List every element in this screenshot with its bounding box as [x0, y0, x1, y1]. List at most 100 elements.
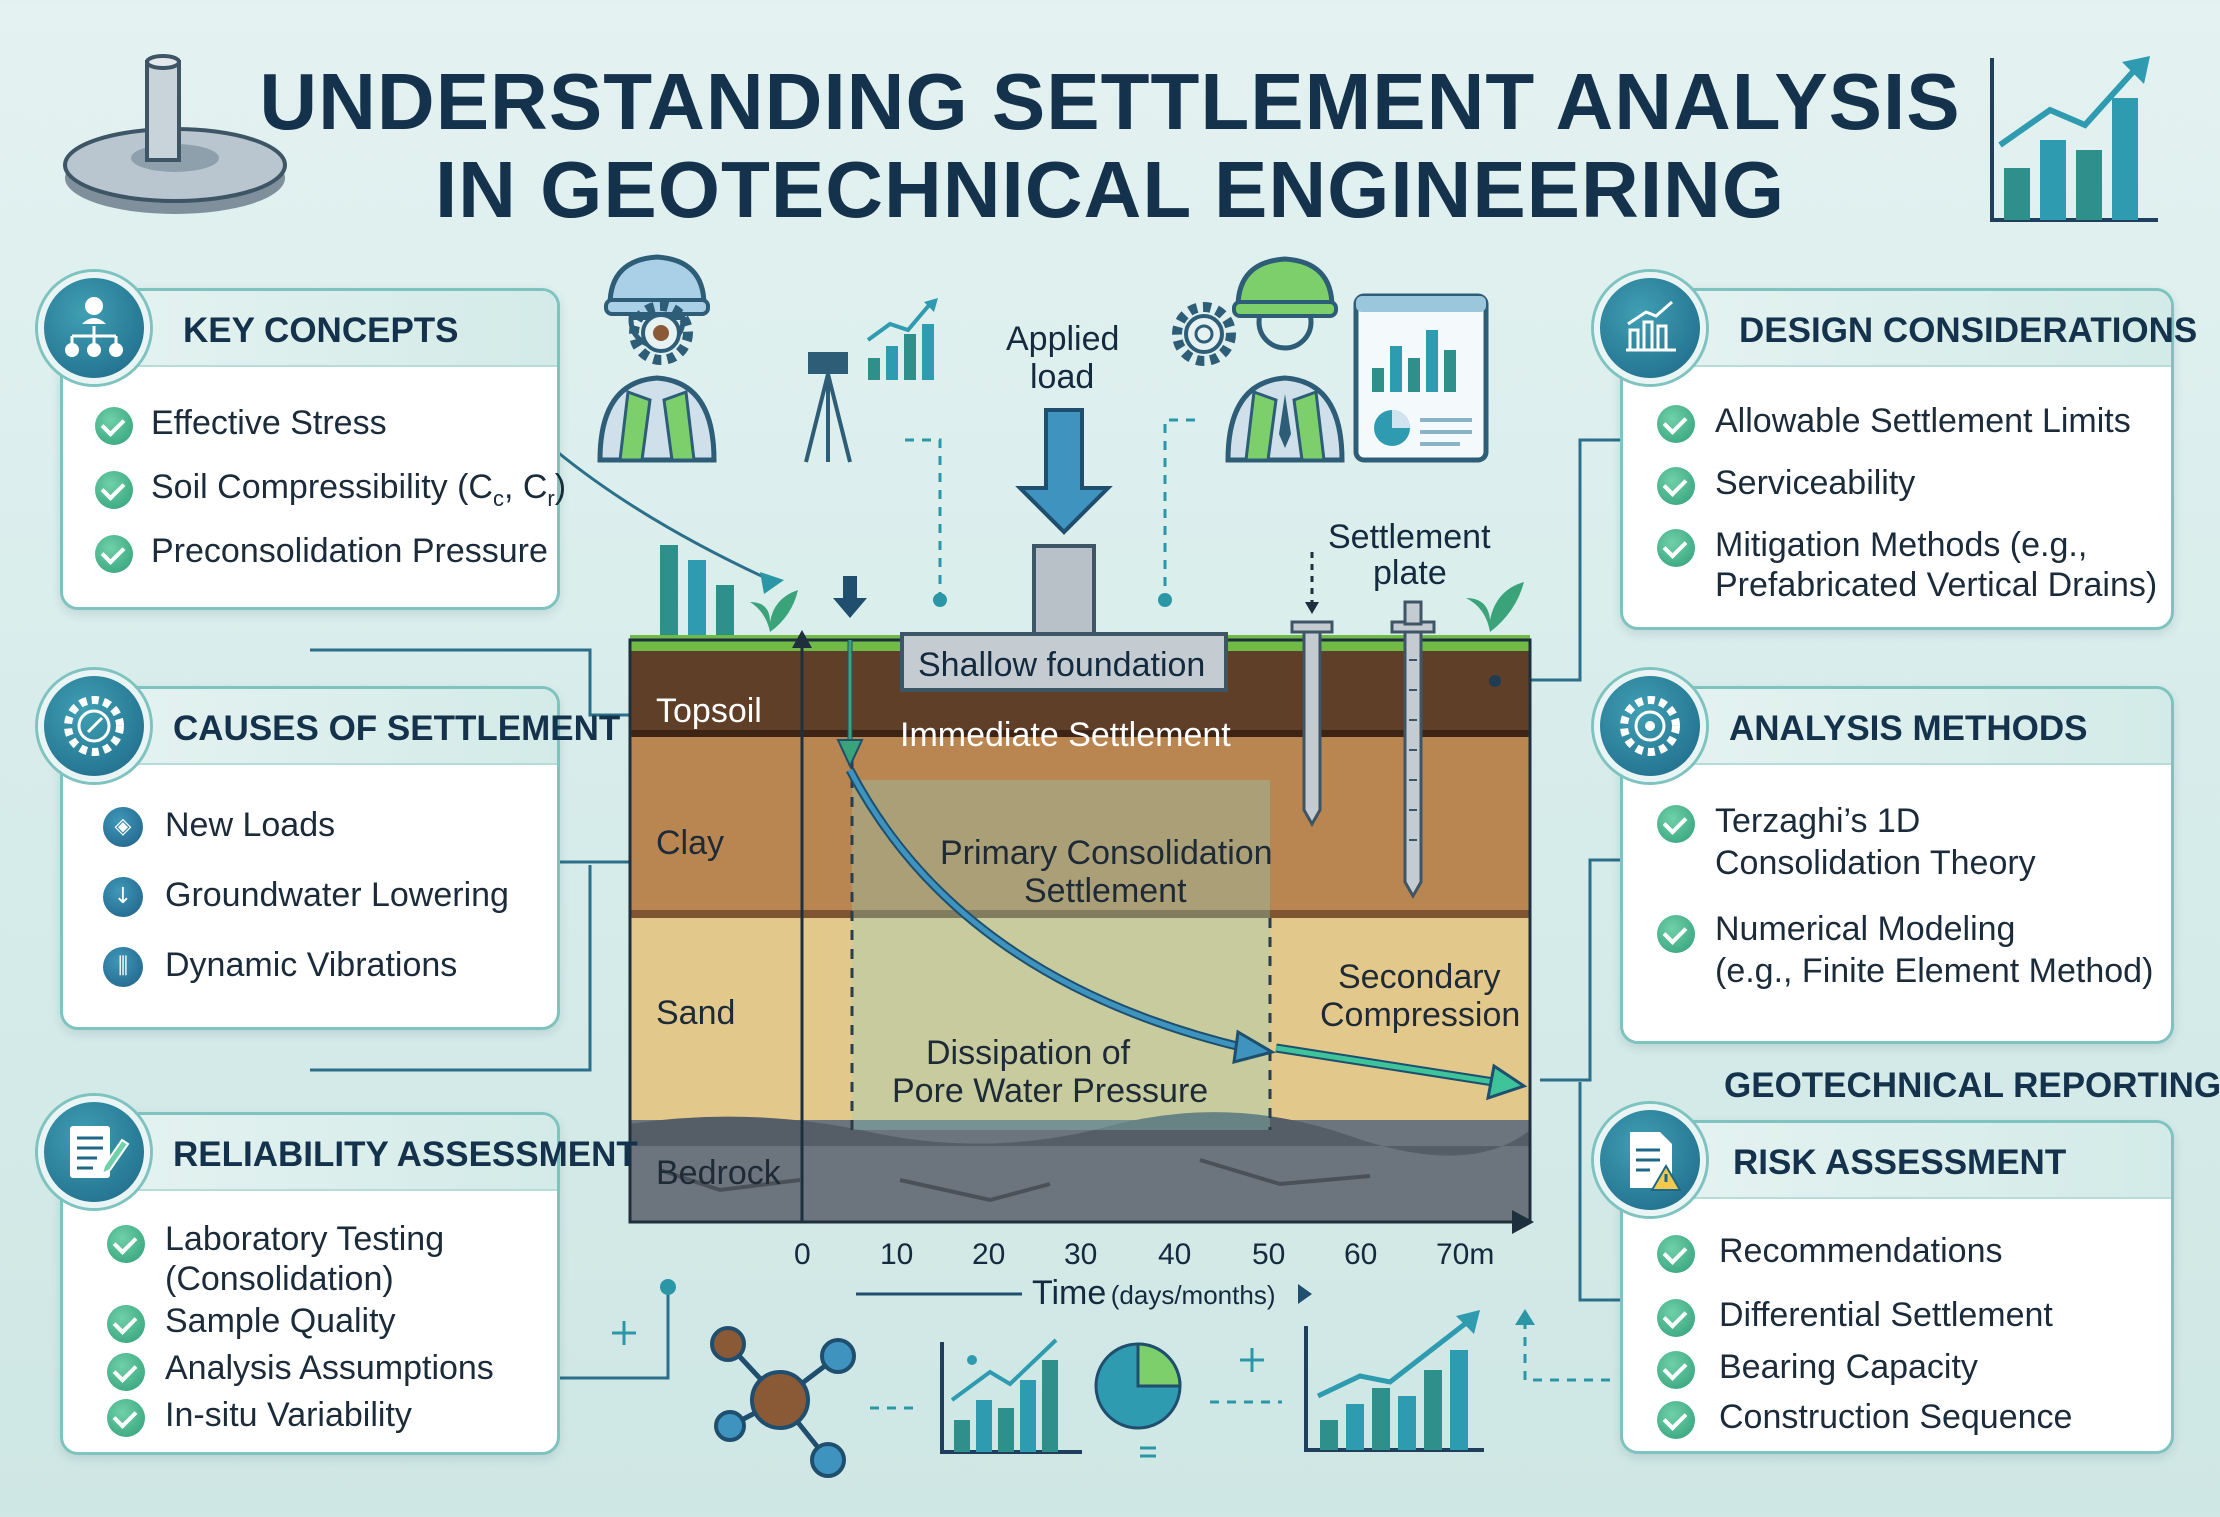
analysis-item: Numerical Modeling [1715, 910, 2016, 948]
soil-profile [628, 544, 1534, 1234]
applied-load-arrow [1015, 408, 1113, 535]
design-item: Serviceability [1715, 464, 1916, 502]
clay-label: Clay [656, 824, 725, 862]
cause-item: Groundwater Lowering [165, 876, 509, 914]
causes-title: CAUSES OF SETTLEMENT [173, 709, 621, 748]
bedrock-label: Bedrock [656, 1154, 781, 1192]
gear-search-icon [38, 670, 150, 782]
surveyor-worker-icon [597, 254, 852, 463]
axis-tick: 50 [1252, 1238, 1286, 1271]
building-chart-icon [1594, 272, 1706, 384]
check-icon [95, 535, 133, 573]
cause-item: New Loads [165, 806, 336, 844]
connector-key-to-diagram [554, 448, 771, 582]
sand-label: Sand [656, 994, 736, 1032]
dissipation-label: Dissipation of [926, 1034, 1131, 1072]
time-axis-title: Time [1032, 1274, 1107, 1312]
secondary-compression-label-2: Compression [1320, 996, 1521, 1034]
reliability-item-continued: (Consolidation) [165, 1260, 394, 1298]
document-warning-icon [1594, 1104, 1706, 1216]
trend-chart-bottom-icon [1304, 1310, 1484, 1452]
risk-card: RISK ASSESSMENT Recommendations Differen… [1620, 1120, 2174, 1454]
dashed-bottom-right [1523, 1325, 1610, 1382]
analysis-item-continued: (e.g., Finite Element Method) [1715, 952, 2154, 990]
dashed-right-worker [1163, 418, 1195, 600]
page-title-line-1: UNDERSTANDING SETTLEMENT ANALYSIS [259, 57, 1961, 146]
check-icon [1657, 405, 1695, 443]
connector-reliability [310, 865, 592, 1072]
design-item: Mitigation Methods (e.g., [1715, 526, 2088, 564]
check-icon [1657, 805, 1695, 843]
trend-chart-small-icon [866, 298, 938, 380]
settlement-plate-label-2: plate [1373, 554, 1447, 592]
reliability-title: RELIABILITY ASSESSMENT [173, 1135, 638, 1174]
design-card: DESIGN CONSIDERATIONS Allowable Settleme… [1620, 288, 2197, 630]
secondary-compression-label: Secondary [1338, 958, 1501, 996]
reliability-item: Laboratory Testing [165, 1220, 445, 1258]
connector-risk [1578, 1082, 1620, 1302]
topsoil-label: Topsoil [656, 692, 762, 730]
check-icon [1657, 1401, 1695, 1439]
axis-tick: 70m [1436, 1238, 1495, 1271]
dashed-left-worker [905, 438, 942, 600]
gear-right-icon [1172, 302, 1236, 366]
pie-chart-icon [1094, 1342, 1182, 1430]
clipboard-pen-icon [38, 1096, 150, 1208]
small-gear-left-icon [629, 301, 693, 365]
primary-consolidation-label-2: Settlement [1024, 872, 1187, 910]
risk-item: Construction Sequence [1719, 1398, 2073, 1436]
analysis-item: Terzaghi’s 1D [1715, 802, 1921, 840]
key-concept-item: Effective Stress [151, 404, 387, 442]
vibration-icon: ⫼ [103, 947, 143, 987]
axis-tick: 60 [1344, 1238, 1378, 1271]
settlement-plate-label: Settlement [1328, 518, 1491, 556]
risk-item: Bearing Capacity [1719, 1348, 1978, 1386]
geotechnical-reporting-label: GEOTECHNICAL REPORTING [1724, 1066, 2220, 1105]
connector-design [1520, 438, 1620, 682]
reliability-item: Sample Quality [165, 1302, 396, 1340]
gear-analysis-icon [1594, 670, 1706, 782]
time-axis-unit: (days/months) [1110, 1280, 1276, 1310]
new-loads-icon: ◈ [103, 807, 143, 847]
check-icon [1657, 1299, 1695, 1337]
reliability-card: RELIABILITY ASSESSMENT Laboratory Testin… [60, 1112, 638, 1455]
molecule-icon [710, 1326, 856, 1478]
key-concept-item: Soil Compressibility (Cc, Cr) [151, 468, 567, 511]
dissipation-label-2: Pore Water Pressure [892, 1072, 1209, 1110]
page-title-line-2: IN GEOTECHNICAL ENGINEERING [434, 145, 1786, 234]
check-icon [1657, 1351, 1695, 1389]
analysis-title: ANALYSIS METHODS [1729, 709, 2088, 748]
applied-load-label-2: load [1030, 358, 1095, 396]
connector-analysis [1540, 858, 1620, 1082]
axis-tick: 40 [1158, 1238, 1192, 1271]
reliability-item: Analysis Assumptions [165, 1349, 494, 1387]
check-icon [1657, 529, 1695, 567]
axis-tick: 0 [794, 1238, 811, 1271]
design-item: Allowable Settlement Limits [1715, 402, 2131, 440]
growth-chart-icon [1990, 56, 2158, 222]
check-icon [107, 1305, 145, 1343]
shallow-foundation-label: Shallow foundation [918, 646, 1206, 684]
engineer-worker-icon [1225, 256, 1345, 463]
risk-title: RISK ASSESSMENT [1733, 1143, 2067, 1182]
check-icon [1657, 1235, 1695, 1273]
axis-tick: 10 [880, 1238, 914, 1271]
hierarchy-icon [38, 272, 150, 384]
risk-item: Recommendations [1719, 1232, 2003, 1270]
design-item-continued: Prefabricated Vertical Drains) [1715, 566, 2158, 604]
immediate-settlement-label: Immediate Settlement [900, 716, 1231, 754]
check-icon [1657, 915, 1695, 953]
check-icon [1657, 467, 1695, 505]
connector-causes-top [310, 648, 630, 717]
connector-reliability-bottom [560, 1287, 670, 1380]
key-concepts-title: KEY CONCEPTS [183, 311, 459, 350]
check-icon [95, 407, 133, 445]
primary-consolidation-label: Primary Consolidation [940, 834, 1273, 872]
time-axis-label: Time (days/months) [1032, 1274, 1275, 1313]
check-icon [107, 1225, 145, 1263]
risk-item: Differential Settlement [1719, 1296, 2053, 1334]
check-icon [107, 1399, 145, 1437]
pedestal-icon [63, 54, 287, 214]
